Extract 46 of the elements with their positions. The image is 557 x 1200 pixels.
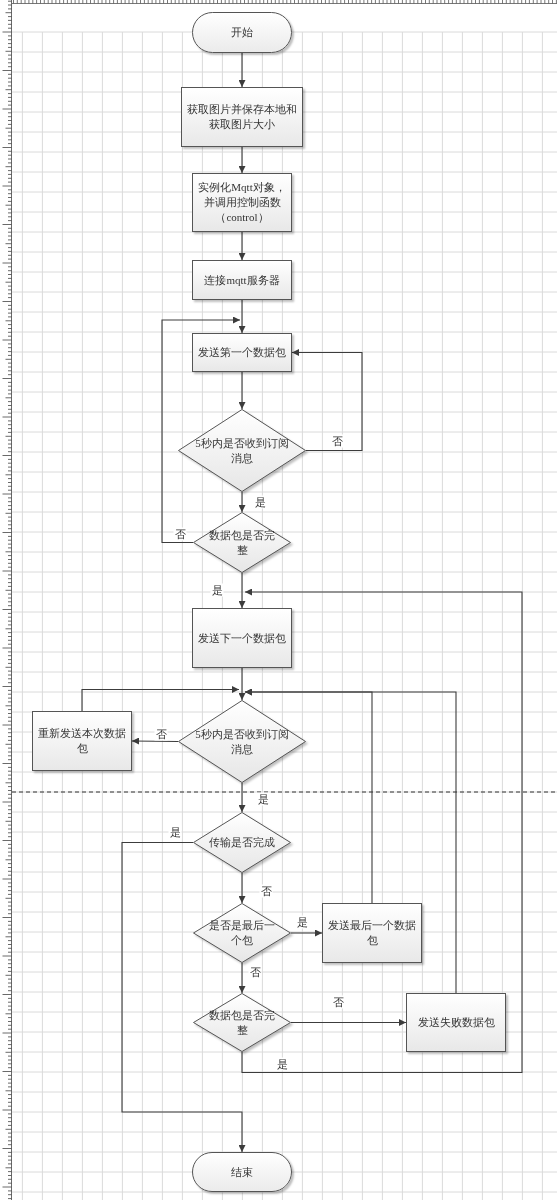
process-box: 发送最后一个数据包 (322, 903, 422, 963)
arrow (238, 299, 246, 334)
arrow (238, 572, 246, 609)
decision-diamond: 是否是最后一个包 (193, 903, 291, 963)
arrow (131, 737, 179, 745)
arrow (238, 52, 246, 88)
edge-label: 否 (173, 527, 187, 541)
edge-label: 是 (168, 825, 182, 839)
arrow (291, 349, 363, 452)
edge-label: 否 (331, 995, 345, 1009)
process-box: 获取图片并保存本地和获取图片大小 (181, 87, 303, 147)
arrow (290, 929, 323, 937)
arrow (244, 688, 457, 994)
decision-diamond: 传输是否完成 (193, 812, 291, 873)
process-box: 发送下一个数据包 (192, 608, 292, 668)
arrow (238, 371, 246, 410)
decision-diamond: 数据包是否完整 (193, 993, 291, 1052)
arrow (238, 231, 246, 261)
arrow (238, 491, 246, 513)
process-box: 实例化Mqtt对象，并调用控制函数（control） (192, 173, 292, 232)
arrow (238, 782, 246, 813)
edge-label: 否 (259, 884, 273, 898)
edge-label: 是 (253, 495, 267, 509)
arrow (238, 872, 246, 904)
process-box: 重新发送本次数据包 (32, 711, 132, 771)
arrow (238, 962, 246, 994)
edge-label: 是 (295, 915, 309, 929)
arrow (241, 588, 523, 1074)
edge-label: 是 (210, 583, 224, 597)
decision-diamond: 5秒内是否收到订阅消息 (178, 409, 306, 492)
process-box: 发送失败数据包 (406, 993, 506, 1052)
arrow (121, 841, 246, 1153)
arrow (161, 316, 241, 544)
edge-label: 否 (248, 965, 262, 979)
arrow (238, 146, 246, 174)
edge-label: 是 (275, 1057, 289, 1071)
process-box: 发送第一个数据包 (192, 333, 292, 372)
arrow (290, 1019, 407, 1026)
decision-diamond: 5秒内是否收到订阅消息 (178, 700, 306, 783)
edge-label: 否 (330, 434, 344, 448)
process-box: 连接mqtt服务器 (192, 260, 292, 300)
edge-label: 否 (154, 727, 168, 741)
decision-diamond: 数据包是否完整 (193, 512, 291, 573)
arrow (81, 686, 240, 712)
arrow (238, 667, 246, 701)
edge-label: 是 (256, 792, 270, 806)
